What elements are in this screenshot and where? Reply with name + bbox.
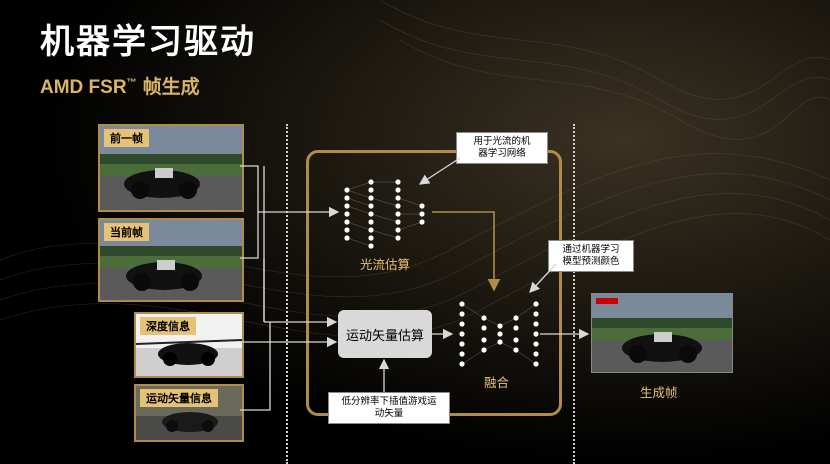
motion-vector-map bbox=[136, 386, 242, 440]
race-car-scene bbox=[100, 220, 242, 300]
callout-line: 动矢量 bbox=[374, 408, 404, 419]
prev-frame-image: 前一帧 bbox=[98, 124, 244, 212]
callout-line: 用于光流的机 bbox=[473, 136, 531, 147]
motion-vector-info-label: 运动矢量信息 bbox=[140, 389, 218, 407]
page-title: 机器学习驱动 bbox=[40, 22, 256, 62]
fusion-network bbox=[461, 303, 537, 365]
current-frame-image: 当前帧 bbox=[98, 218, 244, 302]
race-car-scene bbox=[592, 294, 732, 372]
separator-right bbox=[573, 124, 575, 464]
callout-line: 通过机器学习 bbox=[562, 244, 620, 255]
callout-line: 器学习网络 bbox=[478, 148, 526, 159]
optical-flow-network bbox=[346, 181, 423, 247]
optical-flow-label: 光流估算 bbox=[360, 257, 411, 272]
motion-vector-info-image: 运动矢量信息 bbox=[134, 384, 244, 442]
optical-flow-network-callout: 用于光流的机 器学习网络 bbox=[456, 132, 548, 164]
prev-frame-label: 前一帧 bbox=[104, 129, 149, 147]
separator-left bbox=[286, 124, 288, 464]
subtitle-text: 帧生成 bbox=[142, 76, 200, 98]
depth-map bbox=[136, 314, 242, 376]
depth-info-label: 深度信息 bbox=[140, 317, 196, 335]
low-res-interpolation-callout: 低分辨率下插值游戏运 动矢量 bbox=[328, 392, 450, 424]
trademark-symbol: ™ bbox=[126, 77, 137, 89]
motion-vector-estimation-box: 运动矢量估算 bbox=[338, 310, 432, 358]
color-prediction-callout: 通过机器学习 模型预测颜色 bbox=[548, 240, 634, 272]
depth-info-image: 深度信息 bbox=[134, 312, 244, 378]
page-subtitle: AMD FSR™ 帧生成 bbox=[40, 72, 200, 99]
current-frame-label: 当前帧 bbox=[104, 223, 149, 241]
fusion-label: 融合 bbox=[484, 375, 510, 390]
callout-line: 模型预测颜色 bbox=[562, 256, 620, 267]
generated-frame-label: 生成帧 bbox=[640, 385, 678, 400]
callout-line: 低分辨率下插值游戏运 bbox=[341, 396, 437, 407]
subtitle-brand: AMD FSR bbox=[40, 77, 127, 98]
generated-frame-image bbox=[591, 293, 733, 373]
